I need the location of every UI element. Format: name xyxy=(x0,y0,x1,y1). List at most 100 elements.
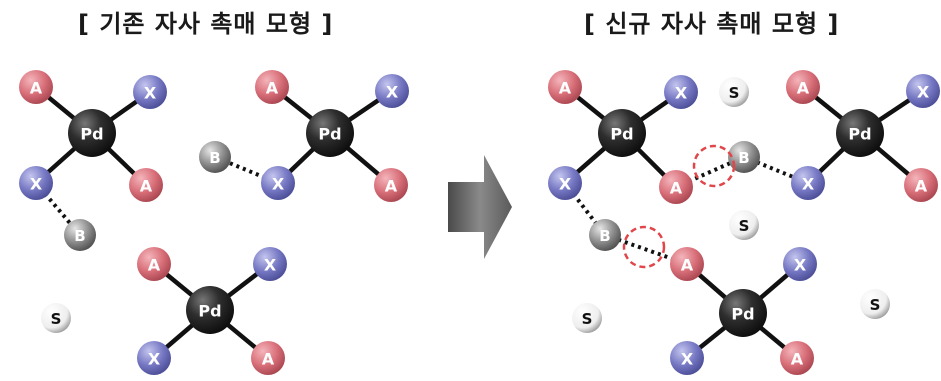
left-complex-2-ligand-a-0-sphere xyxy=(255,70,289,104)
left-complex-3-ligand-a-0-label: A xyxy=(148,256,161,275)
right-b-atom-2-label: B xyxy=(599,227,610,245)
title-new-catalyst-model: [ 신규 자사 촉매 모형 ] xyxy=(584,10,840,38)
highlight-layer xyxy=(622,144,736,269)
left-complex-3-ligand-a-3: A xyxy=(251,341,285,375)
left-complex-3-ligand-a-0-sphere xyxy=(137,247,171,281)
right-complex-1-ligand-x-2-sphere xyxy=(548,166,582,200)
left-complex-2-ligand-a-3: A xyxy=(374,168,408,202)
right-s-atom-4-sphere xyxy=(860,289,890,319)
right-complex-3-ligand-a-0-label: A xyxy=(681,256,694,275)
right-complex-2-ligand-x-1: X xyxy=(906,74,940,108)
left-complex-3-pd-atom-label: Pd xyxy=(198,302,221,321)
left-complex-1-ligand-x-2-sphere xyxy=(19,166,53,200)
right-complex-3-ligand-x-2: X xyxy=(670,341,704,375)
left-complex-3-ligand-x-2-sphere xyxy=(137,341,171,375)
right-complex-2-ligand-a-3: A xyxy=(904,168,938,202)
right-complex-2-ligand-x-2: X xyxy=(791,166,825,200)
right-complex-1-ligand-a-3-sphere xyxy=(659,170,693,204)
right-complex-1-ligand-a-0-label: A xyxy=(559,79,572,98)
left-complex-3-ligand-a-3-label: A xyxy=(262,350,275,369)
left-complex-2-ligand-x-1-sphere xyxy=(375,74,409,108)
right-complex-3-ligand-a-0-sphere xyxy=(670,247,704,281)
left-complex-3-pd-atom: Pd xyxy=(186,286,234,334)
left-complex-2-ligand-a-3-sphere xyxy=(374,168,408,202)
left-complex-3-ligand-a-3-sphere xyxy=(251,341,285,375)
left-s-atom-label: S xyxy=(51,310,62,328)
left-complex-1-ligand-a-0: A xyxy=(19,70,53,104)
right-b-atom-2: B xyxy=(589,219,621,251)
left-complex-3-ligand-x-2-label: X xyxy=(148,350,161,369)
highlight-circle-2 xyxy=(622,225,666,269)
right-complex-1-pd-atom: Pd xyxy=(598,109,646,157)
left-b-atom-2-label: B xyxy=(209,149,220,167)
right-complex-3-pd-atom: Pd xyxy=(719,289,767,337)
left-complex-2-pd-atom-sphere xyxy=(306,109,354,157)
right-complex-2-pd-atom-label: Pd xyxy=(848,125,871,144)
left-complex-1-ligand-x-1-sphere xyxy=(133,75,167,109)
left-complex-2-ligand-a-0-label: A xyxy=(266,79,279,98)
right-complex-3-ligand-x-1-sphere xyxy=(783,247,817,281)
left-complex-1-ligand-a-3-sphere xyxy=(129,168,163,202)
left-complex-1-ligand-x-2-label: X xyxy=(30,175,43,194)
right-complex-3-ligand-x-2-label: X xyxy=(681,350,694,369)
left-complex-1-ligand-x-1-label: X xyxy=(144,84,157,103)
right-complex-1-ligand-x-1: X xyxy=(664,75,698,109)
transition-arrow xyxy=(448,155,512,259)
left-complex-3-pd-atom-sphere xyxy=(186,286,234,334)
right-complex-3-ligand-a-3: A xyxy=(780,341,814,375)
right-b-atom-1-label: B xyxy=(738,149,749,167)
right-complex-1-ligand-a-0-sphere xyxy=(548,70,582,104)
right-s-atom-3-label: S xyxy=(582,310,593,328)
left-complex-2-pd-atom: Pd xyxy=(306,109,354,157)
right-s-atom-2-label: S xyxy=(739,217,750,235)
right-complex-2-pd-atom-sphere xyxy=(836,109,884,157)
left-complex-1-ligand-a-3-label: A xyxy=(140,177,153,196)
left-complex-3-ligand-x-1-sphere xyxy=(253,247,287,281)
right-complex-2-ligand-a-0-label: A xyxy=(797,79,810,98)
left-s-atom-sphere xyxy=(41,303,71,333)
left-b-atom-2: B xyxy=(199,141,231,173)
right-complex-1-ligand-x-2-label: X xyxy=(559,175,572,194)
left-s-atom: S xyxy=(41,303,71,333)
left-b-atom-1-sphere xyxy=(64,219,96,251)
right-complex-2-ligand-a-3-label: A xyxy=(915,177,928,196)
right-b-atom-1: B xyxy=(728,141,760,173)
right-complex-2-ligand-a-0: A xyxy=(786,70,820,104)
right-complex-3-ligand-x-1-label: X xyxy=(794,256,807,275)
left-complex-1-pd-atom: Pd xyxy=(68,109,116,157)
right-complex-3-ligand-x-1: X xyxy=(783,247,817,281)
right-s-atom-2-sphere xyxy=(729,210,759,240)
left-complex-1-ligand-a-0-sphere xyxy=(19,70,53,104)
right-complex-2-ligand-a-3-sphere xyxy=(904,168,938,202)
left-complex-1-pd-atom-label: Pd xyxy=(80,125,103,144)
right-s-atom-1-label: S xyxy=(729,84,740,102)
right-s-atom-1: S xyxy=(719,77,749,107)
transition-arrow-group xyxy=(448,155,512,259)
right-b-atom-1-sphere xyxy=(728,141,760,173)
right-s-atom-4-label: S xyxy=(870,296,881,314)
left-complex-1-ligand-a-3: A xyxy=(129,168,163,202)
right-complex-1-ligand-x-1-label: X xyxy=(675,84,688,103)
left-complex-1-ligand-x-1: X xyxy=(133,75,167,109)
right-s-atom-2: S xyxy=(729,210,759,240)
left-complex-3-ligand-a-0: A xyxy=(137,247,171,281)
right-complex-3-pd-atom-sphere xyxy=(719,289,767,337)
left-complex-2-ligand-x-2: X xyxy=(261,166,295,200)
highlight-circle-1 xyxy=(692,144,736,188)
right-s-atom-3: S xyxy=(572,303,602,333)
right-complex-2-ligand-x-2-sphere xyxy=(791,166,825,200)
left-complex-1-ligand-a-0-label: A xyxy=(30,79,43,98)
left-complex-3-ligand-x-2: X xyxy=(137,341,171,375)
left-b-atom-1-label: B xyxy=(74,227,85,245)
right-complex-1-ligand-a-0: A xyxy=(548,70,582,104)
left-complex-1-ligand-x-2: X xyxy=(19,166,53,200)
right-complex-2-ligand-x-2-label: X xyxy=(802,175,815,194)
left-complex-3-ligand-x-1: X xyxy=(253,247,287,281)
left-complex-3-ligand-x-1-label: X xyxy=(264,256,277,275)
right-complex-2-ligand-x-1-label: X xyxy=(917,83,930,102)
left-complex-2-ligand-x-2-label: X xyxy=(272,175,285,194)
title-existing-catalyst-model: [ 기존 자사 촉매 모형 ] xyxy=(78,10,334,38)
right-complex-1-pd-atom-sphere xyxy=(598,109,646,157)
right-s-atom-1-sphere xyxy=(719,77,749,107)
